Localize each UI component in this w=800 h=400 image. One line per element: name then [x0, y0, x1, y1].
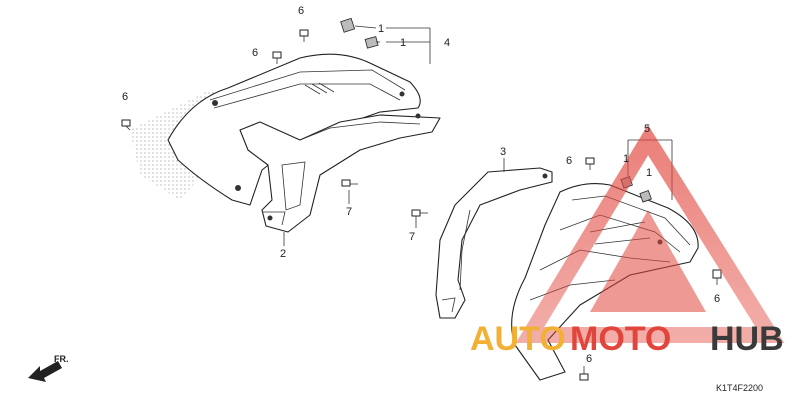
- bolt-left: [121, 119, 131, 131]
- bolt-right-top: [585, 157, 595, 170]
- callout-6-top: 6: [298, 5, 304, 17]
- callout-7-center: 7: [346, 206, 352, 218]
- bolt-center: [341, 179, 358, 187]
- front-direction-marker: FR.: [28, 354, 69, 382]
- callout-6-right: 6: [714, 293, 720, 305]
- callout-1-right-a: 1: [623, 153, 629, 165]
- callout-6-left: 6: [122, 91, 128, 103]
- callout-1-mid: 1: [400, 37, 406, 49]
- callout-1-right-b: 1: [646, 167, 652, 179]
- bolt-right: [712, 269, 722, 285]
- bolt-left-lower: [411, 209, 428, 217]
- callout-6-bottom: 6: [586, 353, 592, 365]
- watermark-word-c: HUB: [710, 320, 784, 358]
- right-inner-panel: [435, 167, 553, 319]
- callout-4: 4: [444, 37, 450, 49]
- callout-2: 2: [280, 248, 286, 260]
- diagram-code: K1T4F2200: [716, 383, 763, 393]
- clip-top: [340, 17, 356, 33]
- bolt-bottom: [579, 366, 589, 381]
- callout-3: 3: [500, 146, 506, 158]
- front-arrow-icon: [28, 361, 62, 382]
- watermark-word-a: AUTO: [470, 320, 566, 358]
- watermark-word-b: MOTO: [570, 320, 671, 358]
- callout-7-left: 7: [409, 231, 415, 243]
- callout-5: 5: [644, 123, 650, 135]
- bolt-upper: [272, 51, 282, 64]
- callout-6-upper: 6: [252, 47, 258, 59]
- clip-right-b: [639, 190, 652, 203]
- front-label: FR.: [54, 354, 69, 364]
- callout-6-center: 6: [566, 155, 572, 167]
- watermark-logo: AUTO MOTO HUB: [470, 124, 785, 358]
- callout-1-top: 1: [378, 23, 384, 35]
- bolt-top: [299, 29, 309, 42]
- left-side-cover: [130, 53, 441, 233]
- clip-mid: [364, 36, 379, 49]
